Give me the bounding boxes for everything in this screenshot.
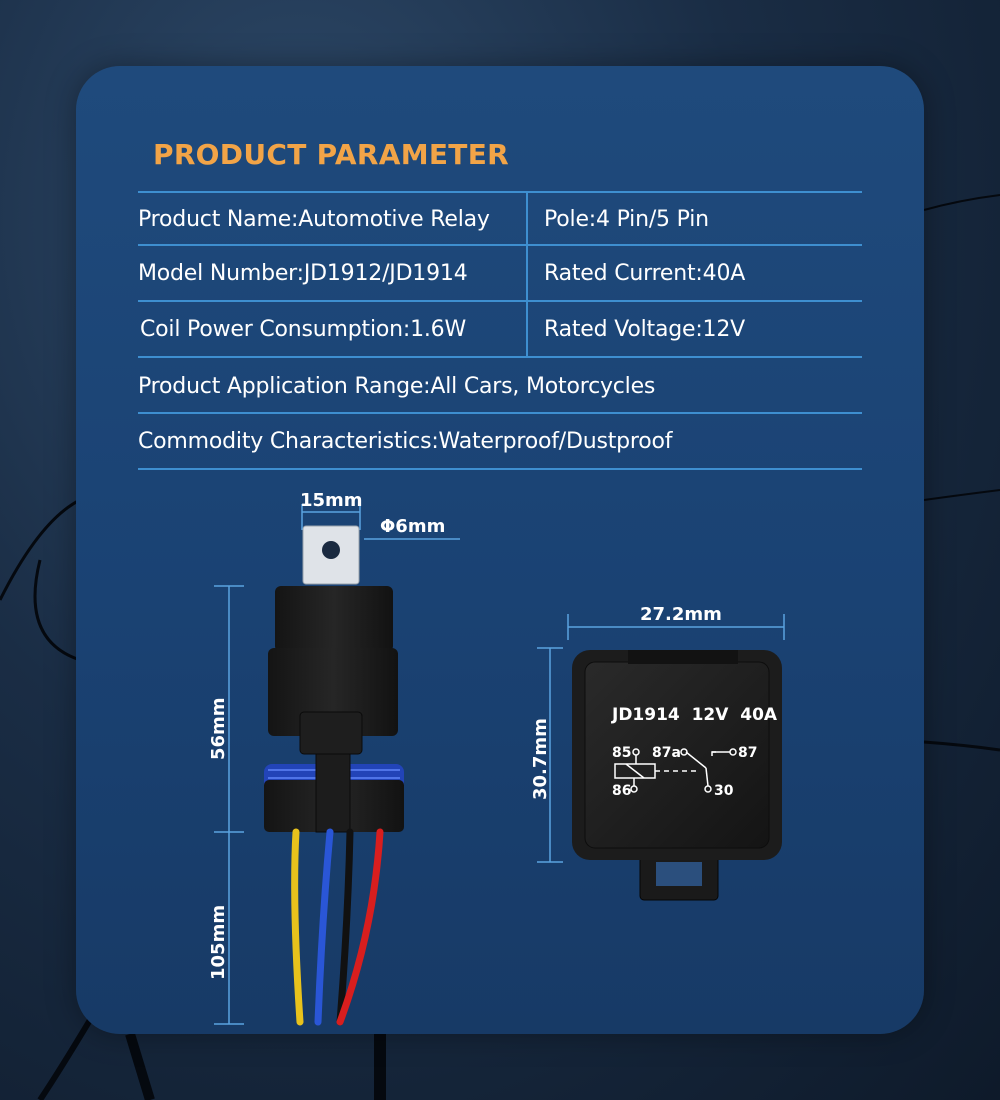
param-application: Product Application Range:All Cars, Moto… bbox=[138, 374, 656, 399]
section-title: PRODUCT PARAMETER bbox=[153, 138, 509, 171]
relay-face-label: JD1914 12V 40A bbox=[611, 705, 778, 725]
dimension-face-width: 27.2mm bbox=[567, 604, 785, 640]
dimension-label-27mm: 27.2mm bbox=[640, 604, 722, 625]
param-model-number: Model Number:JD1912/JD1914 bbox=[138, 261, 468, 286]
param-characteristics: Commodity Characteristics:Waterproof/Dus… bbox=[138, 429, 673, 454]
dimension-terminal-width: 15mm bbox=[300, 490, 363, 530]
dimension-label-30mm: 30.7mm bbox=[530, 718, 551, 800]
dimension-label-6mm: Φ6mm bbox=[380, 516, 445, 537]
dimension-label-105mm: 105mm bbox=[208, 905, 229, 980]
table-rule bbox=[138, 244, 862, 246]
param-rated-voltage: Rated Voltage:12V bbox=[544, 317, 745, 342]
param-pole: Pole:4 Pin/5 Pin bbox=[544, 207, 709, 232]
relay-wires bbox=[291, 828, 384, 1026]
connector-clip bbox=[315, 753, 351, 833]
product-parameter-panel: PRODUCT PARAMETER Product Name:Automotiv… bbox=[76, 66, 924, 1034]
pin-label-87a: 87a bbox=[652, 745, 681, 761]
relay-latch bbox=[299, 711, 363, 755]
terminal-hole bbox=[322, 541, 340, 559]
pin-label-30: 30 bbox=[714, 783, 734, 799]
param-coil-power: Coil Power Consumption:1.6W bbox=[140, 317, 467, 342]
table-column-divider bbox=[526, 191, 528, 356]
param-product-name: Product Name:Automotive Relay bbox=[138, 207, 490, 232]
relay-body-top bbox=[275, 586, 393, 652]
table-rule bbox=[138, 300, 862, 302]
dimension-label-56mm: 56mm bbox=[208, 697, 229, 760]
relay-face-top-ridge bbox=[628, 650, 738, 664]
table-rule bbox=[138, 191, 862, 193]
table-rule bbox=[138, 468, 862, 470]
dimension-label-15mm: 15mm bbox=[300, 490, 363, 511]
relay-schematic bbox=[614, 748, 737, 793]
dimension-hole-diameter: Φ6mm bbox=[364, 516, 460, 540]
dimension-wire-length: 105mm bbox=[208, 832, 244, 1025]
relay-face-clip-slot bbox=[656, 862, 702, 886]
table-rule bbox=[138, 356, 862, 358]
dimension-face-height: 30.7mm bbox=[530, 647, 563, 863]
param-rated-current: Rated Current:40A bbox=[544, 261, 746, 286]
pin-label-87: 87 bbox=[738, 745, 757, 761]
pin-label-86: 86 bbox=[612, 783, 631, 799]
pin-label-85: 85 bbox=[612, 745, 631, 761]
dimension-body-height: 56mm bbox=[208, 585, 244, 833]
table-rule bbox=[138, 412, 862, 414]
